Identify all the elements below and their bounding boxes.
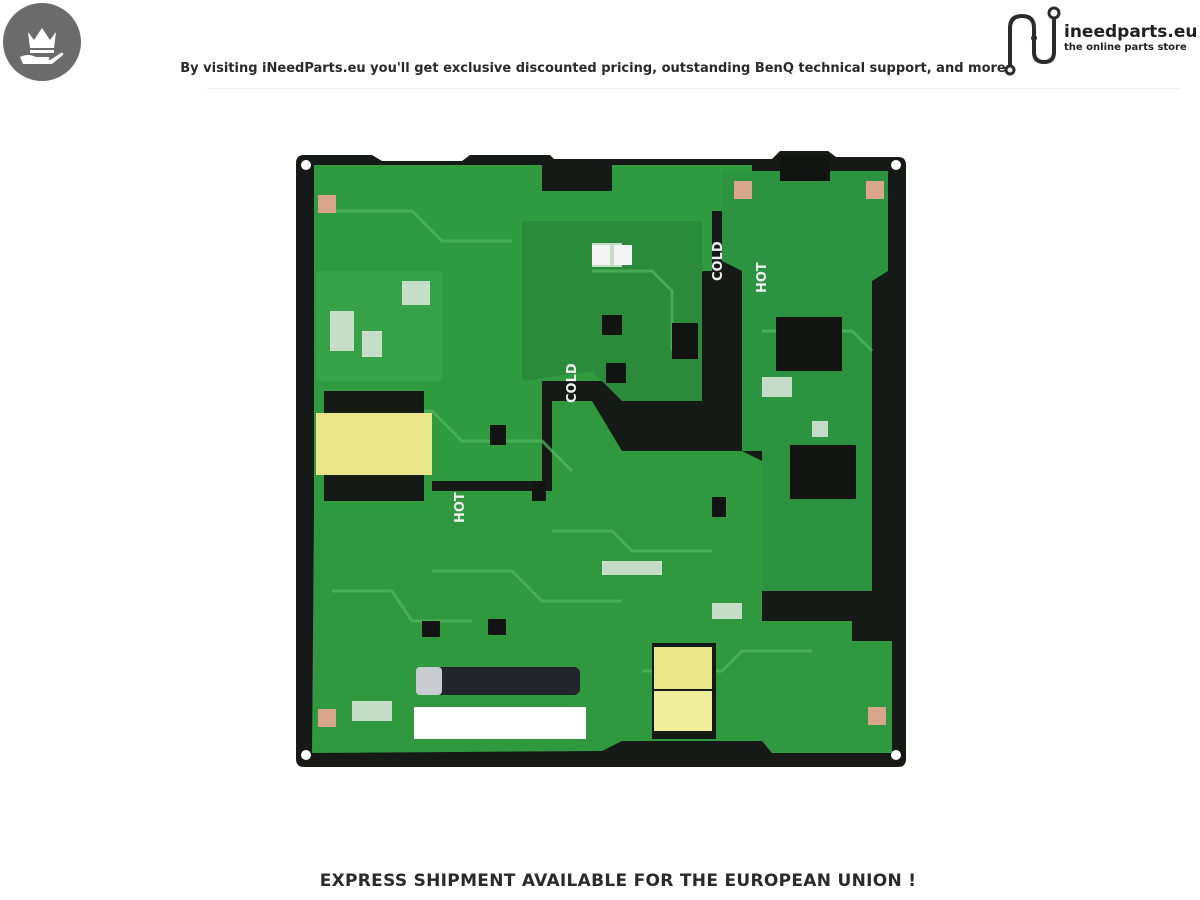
promo-text: By visiting iNeedParts.eu you'll get exc… (180, 61, 1006, 76)
crown-in-hand-icon (20, 28, 64, 64)
silkscreen-hot-2: HOT (453, 492, 468, 523)
header-divider (205, 88, 1180, 89)
ineedparts-logo[interactable]: ineedparts.eu the online parts store (1002, 2, 1198, 76)
logo-tagline: the online parts store (1064, 42, 1187, 53)
circuit-n-logo-icon (1004, 6, 1061, 76)
crown-badge (3, 3, 81, 81)
pcb-board-illustration: COLD HOT COLD HOT (296, 151, 906, 767)
silkscreen-cold-2: COLD (565, 363, 580, 403)
logo-name: ineedparts.eu (1064, 22, 1198, 42)
shipping-notice: EXPRESS SHIPMENT AVAILABLE FOR THE EUROP… (319, 871, 917, 891)
silkscreen-cold-1: COLD (711, 241, 726, 281)
product-image: COLD HOT COLD HOT (292, 151, 910, 773)
silkscreen-hot-1: HOT (755, 262, 770, 293)
